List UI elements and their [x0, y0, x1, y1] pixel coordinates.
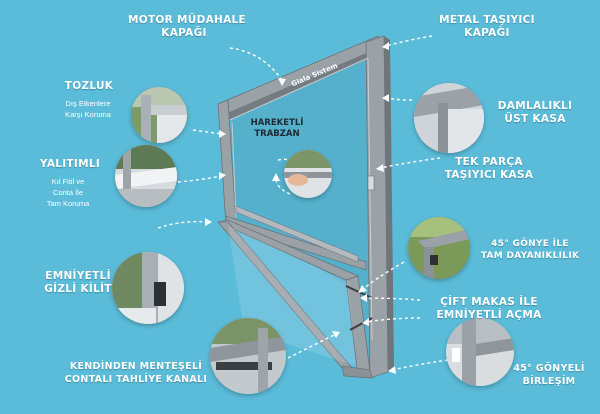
label-moving-rail-line1: HAREKETLİ [250, 118, 304, 128]
label-miter-joint: 45° GÖNYELİ BİRLEŞİM [508, 362, 590, 388]
label-insulation-sub3: Tam Koruma [46, 199, 90, 208]
label-single-piece: TEK PARÇA TAŞIYICI KASA [436, 156, 542, 182]
label-self-hinged-line2: CONTALI TAHLİYE KANALI [64, 374, 208, 385]
label-insulation-sub2: Conta İle [52, 188, 84, 197]
label-dust-sub2: Karşı Koruma [65, 110, 111, 119]
photo-miter-durability [408, 217, 470, 279]
photo-moving-rail [284, 150, 332, 198]
frame-handle [367, 175, 375, 191]
label-miter-durability-line1: 45° GÖNYE İLE [491, 239, 569, 249]
moving-rail [235, 205, 359, 263]
photo-self-hinged [210, 318, 286, 394]
label-single-piece-line1: TEK PARÇA [455, 156, 523, 168]
label-drip-top-line1: DAMLALIKLI [497, 100, 573, 112]
label-self-hinged: KENDİNDEN MENTEŞELİ CONTALI TAHLİYE KANA… [62, 360, 210, 386]
photo-insulation [115, 145, 177, 207]
label-moving-rail-line2: TRABZAN [254, 129, 300, 139]
label-drip-top: DAMLALIKLI ÜST KASA [490, 100, 580, 126]
label-hidden-lock-line2: GİZLİ KİLİT [44, 283, 112, 295]
photo-drip-top [414, 83, 484, 153]
label-drip-top-line2: ÜST KASA [504, 113, 566, 125]
outer-frame [217, 35, 394, 379]
label-self-hinged-line1: KENDİNDEN MENTEŞELİ [69, 361, 203, 372]
label-insulation-sub1: Kıl Fitil ve [51, 177, 85, 186]
label-double-scissor-line2: EMNİYETLİ AÇMA [436, 309, 542, 321]
label-moving-rail: HAREKETLİ TRABZAN [232, 118, 322, 140]
label-metal-carrier-cover-line2: KAPAĞI [464, 27, 510, 39]
label-miter-joint-line2: BİRLEŞİM [522, 376, 576, 387]
connector-lines [157, 35, 449, 374]
photo-dust-seal [131, 87, 187, 143]
label-motor-cover: MOTOR MÜDAHALE KAPAĞI [128, 14, 246, 40]
label-motor-cover-line2: KAPAĞI [161, 27, 207, 39]
label-insulation-title: YALITIMLI [39, 158, 101, 170]
label-double-scissor: ÇİFT MAKAS İLE EMNİYETLİ AÇMA [428, 296, 550, 322]
label-dust-sub1: Dış Etkenlere [65, 99, 111, 108]
label-motor-cover-line1: MOTOR MÜDAHALE [128, 14, 246, 26]
label-miter-durability: 45° GÖNYE İLE TAM DAYANIKLILIK [474, 238, 586, 262]
label-hidden-lock: EMNİYETLİ GİZLİ KİLİT [40, 270, 116, 296]
label-double-scissor-line1: ÇİFT MAKAS İLE [440, 296, 538, 308]
photo-miter-joint [446, 318, 514, 386]
label-dust-title: TOZLUK [64, 80, 114, 92]
label-metal-carrier-cover: METAL TAŞIYICI KAPAĞI [432, 14, 542, 40]
label-miter-durability-line2: TAM DAYANIKLILIK [480, 251, 580, 261]
label-hidden-lock-line1: EMNİYETLİ [45, 270, 111, 282]
photo-hidden-lock [112, 252, 184, 324]
label-miter-joint-line1: 45° GÖNYELİ [513, 363, 585, 374]
label-metal-carrier-cover-line1: METAL TAŞIYICI [439, 14, 535, 26]
label-single-piece-line2: TAŞIYICI KASA [444, 169, 534, 181]
